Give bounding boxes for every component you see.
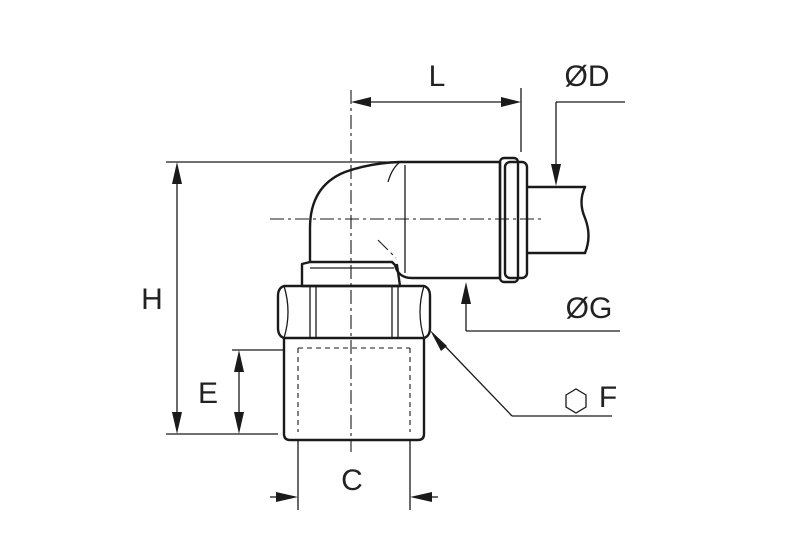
arrowhead [461,282,471,304]
label-e: E [198,377,218,410]
label-h: H [141,283,163,316]
label-l: L [429,60,446,93]
label-g: ØG [566,292,613,325]
arrowhead [172,412,182,434]
dimension-e: E [198,349,284,434]
label-f: F [599,381,617,414]
arrowhead [234,412,244,434]
arrowhead [501,97,521,107]
dimension-c: C [270,440,438,510]
arrowhead [234,350,244,372]
arrowhead [551,164,561,186]
hexagon-icon [565,388,587,414]
threaded-end [282,336,426,442]
label-d: ØD [565,60,610,93]
arrowhead [410,492,432,502]
label-c: C [341,464,363,497]
arrowhead [172,162,182,184]
center-lines [270,90,545,452]
arrowhead [430,330,447,351]
dimension-d: ØD [551,60,625,186]
arrowhead [276,492,298,502]
dimension-h: H [141,161,398,435]
dimension-l: L [351,60,522,152]
dimension-g: ØG [461,282,620,332]
dimension-f: F [430,330,617,417]
tube [525,185,590,255]
fitting-body [300,156,529,288]
hex-nut [276,284,432,340]
arrowhead [351,97,371,107]
